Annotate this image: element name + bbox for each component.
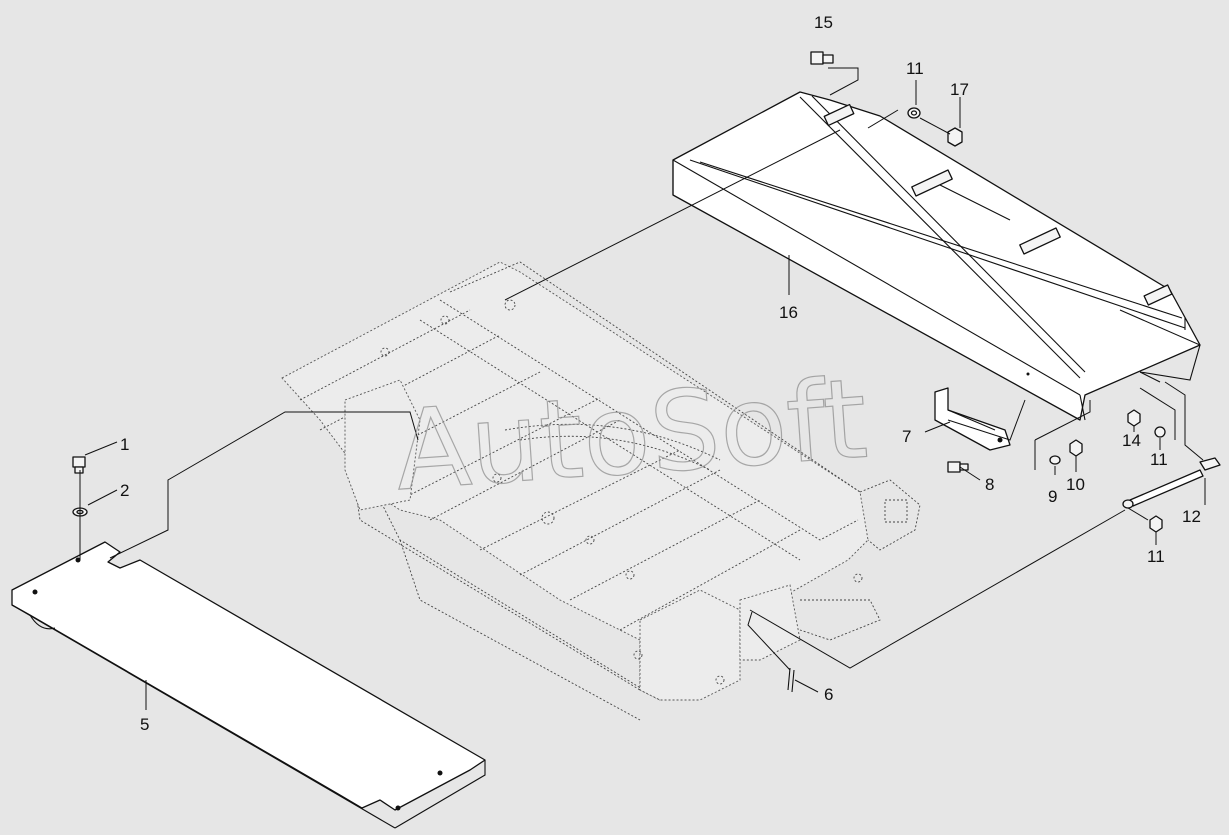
callout-6: 6 — [824, 685, 833, 704]
hardware — [72, 51, 1221, 693]
callout-12: 12 — [1182, 507, 1201, 526]
callout-8: 8 — [985, 475, 994, 494]
callout-11-right: 11 — [1150, 450, 1168, 469]
top-cover-panel — [672, 91, 1201, 421]
callout-labels: 1 2 5 6 7 8 9 10 11 11 11 12 14 15 16 17 — [120, 13, 1201, 734]
bottom-plate — [11, 541, 486, 829]
callout-7: 7 — [902, 427, 911, 446]
callout-2: 2 — [120, 481, 129, 500]
callout-1: 1 — [120, 435, 129, 454]
callout-11-low: 11 — [1147, 547, 1165, 566]
callout-16: 16 — [779, 303, 798, 322]
callout-11-top: 11 — [906, 59, 924, 78]
callout-14: 14 — [1122, 431, 1141, 450]
callout-17: 17 — [950, 80, 969, 99]
chassis-frame — [281, 261, 921, 721]
callout-15: 15 — [814, 13, 833, 32]
callout-9: 9 — [1048, 487, 1057, 506]
callout-10: 10 — [1066, 475, 1085, 494]
callout-5: 5 — [140, 715, 149, 734]
leader-lines — [79, 67, 1206, 710]
